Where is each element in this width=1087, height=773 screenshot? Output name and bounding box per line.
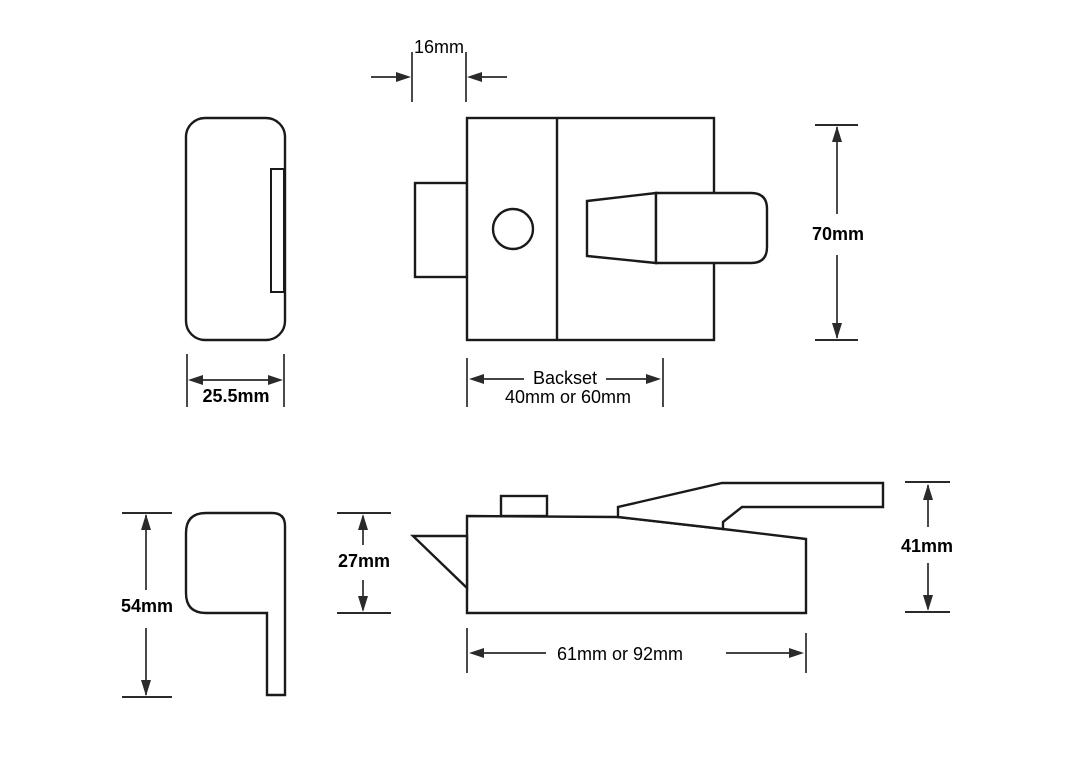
view-case-front	[413, 116, 769, 342]
dimension-handle-height: 41mm	[901, 481, 953, 613]
knob-handle	[654, 191, 769, 265]
arrowhead-left	[188, 375, 203, 385]
view-case-end	[184, 116, 287, 342]
view-case-side	[410, 481, 885, 615]
keep-profile-shape	[184, 511, 287, 697]
latch-bevel	[410, 534, 469, 591]
latch-bolt	[413, 181, 469, 279]
arrowhead-up	[832, 126, 842, 142]
arrowhead-left	[469, 374, 484, 384]
case-side-height-label: 27mm	[338, 551, 390, 571]
arrowhead-right	[268, 375, 283, 385]
arrowhead-right	[396, 72, 411, 82]
arrowhead-up	[923, 484, 933, 500]
dimension-case-length: 61mm or 92mm	[466, 628, 807, 673]
arrowhead-down	[141, 680, 151, 696]
arrowhead-down	[358, 596, 368, 612]
arrowhead-up	[358, 514, 368, 530]
case-end-faceplate	[270, 168, 285, 293]
arrowhead-down	[832, 323, 842, 339]
handle-height-label: 41mm	[901, 536, 953, 556]
case-depth-label: 25.5mm	[202, 386, 269, 406]
knob-neck	[585, 191, 658, 265]
arrowhead-left	[469, 648, 484, 658]
dimension-case-depth: 25.5mm	[186, 354, 285, 407]
arrowhead-right	[646, 374, 661, 384]
arrowhead-right	[789, 648, 804, 658]
case-height-label: 70mm	[812, 224, 864, 244]
case-side-body	[465, 514, 808, 615]
latch-width-label: 16mm	[414, 37, 464, 57]
lever-handle	[616, 481, 885, 531]
dimension-backset: Backset 40mm or 60mm	[466, 358, 664, 407]
arrowhead-left	[467, 72, 482, 82]
dimension-case-side-height: 27mm	[337, 512, 391, 614]
case-length-label: 61mm or 92mm	[557, 644, 683, 664]
arrowhead-up	[141, 514, 151, 530]
dimension-case-height: 70mm	[812, 124, 864, 341]
dimension-keep-height: 54mm	[121, 512, 173, 698]
snib-button	[499, 494, 549, 518]
backset-title-label: Backset	[533, 368, 597, 388]
keep-height-label: 54mm	[121, 596, 173, 616]
backset-values-label: 40mm or 60mm	[505, 387, 631, 407]
dimension-latch-width: 16mm	[371, 37, 507, 102]
view-keep-profile	[184, 511, 287, 697]
cylinder-hole	[491, 207, 535, 251]
arrowhead-down	[923, 595, 933, 611]
